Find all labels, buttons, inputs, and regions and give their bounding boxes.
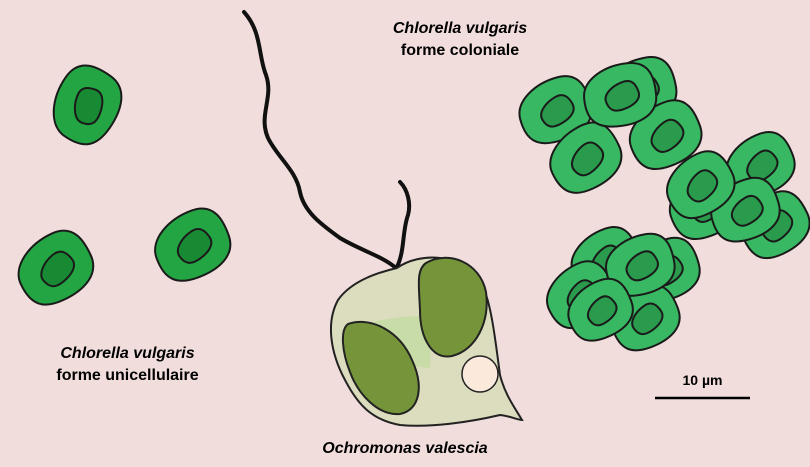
ochromonas-cell [331, 257, 522, 425]
label-ochromonas-species: Ochromonas valescia [285, 438, 525, 460]
ochromonas-short-flagellum [397, 182, 409, 267]
label-unicellular-form: forme unicellulaire [20, 365, 235, 387]
label-unicellular-species: Chlorella vulgaris [20, 343, 235, 365]
vacuole [462, 356, 498, 392]
label-unicellular: Chlorella vulgaris forme unicellulaire [20, 343, 235, 387]
label-colonial-form: forme coloniale [350, 40, 570, 62]
scale-bar-label: 10 µm [655, 372, 750, 388]
unicellular-cells-group [7, 55, 239, 313]
label-ochromonas: Ochromonas valescia [285, 438, 525, 460]
label-colonial-species: Chlorella vulgaris [350, 18, 570, 40]
colonial-cells-group [512, 53, 810, 357]
label-colonial: Chlorella vulgaris forme coloniale [350, 18, 570, 62]
